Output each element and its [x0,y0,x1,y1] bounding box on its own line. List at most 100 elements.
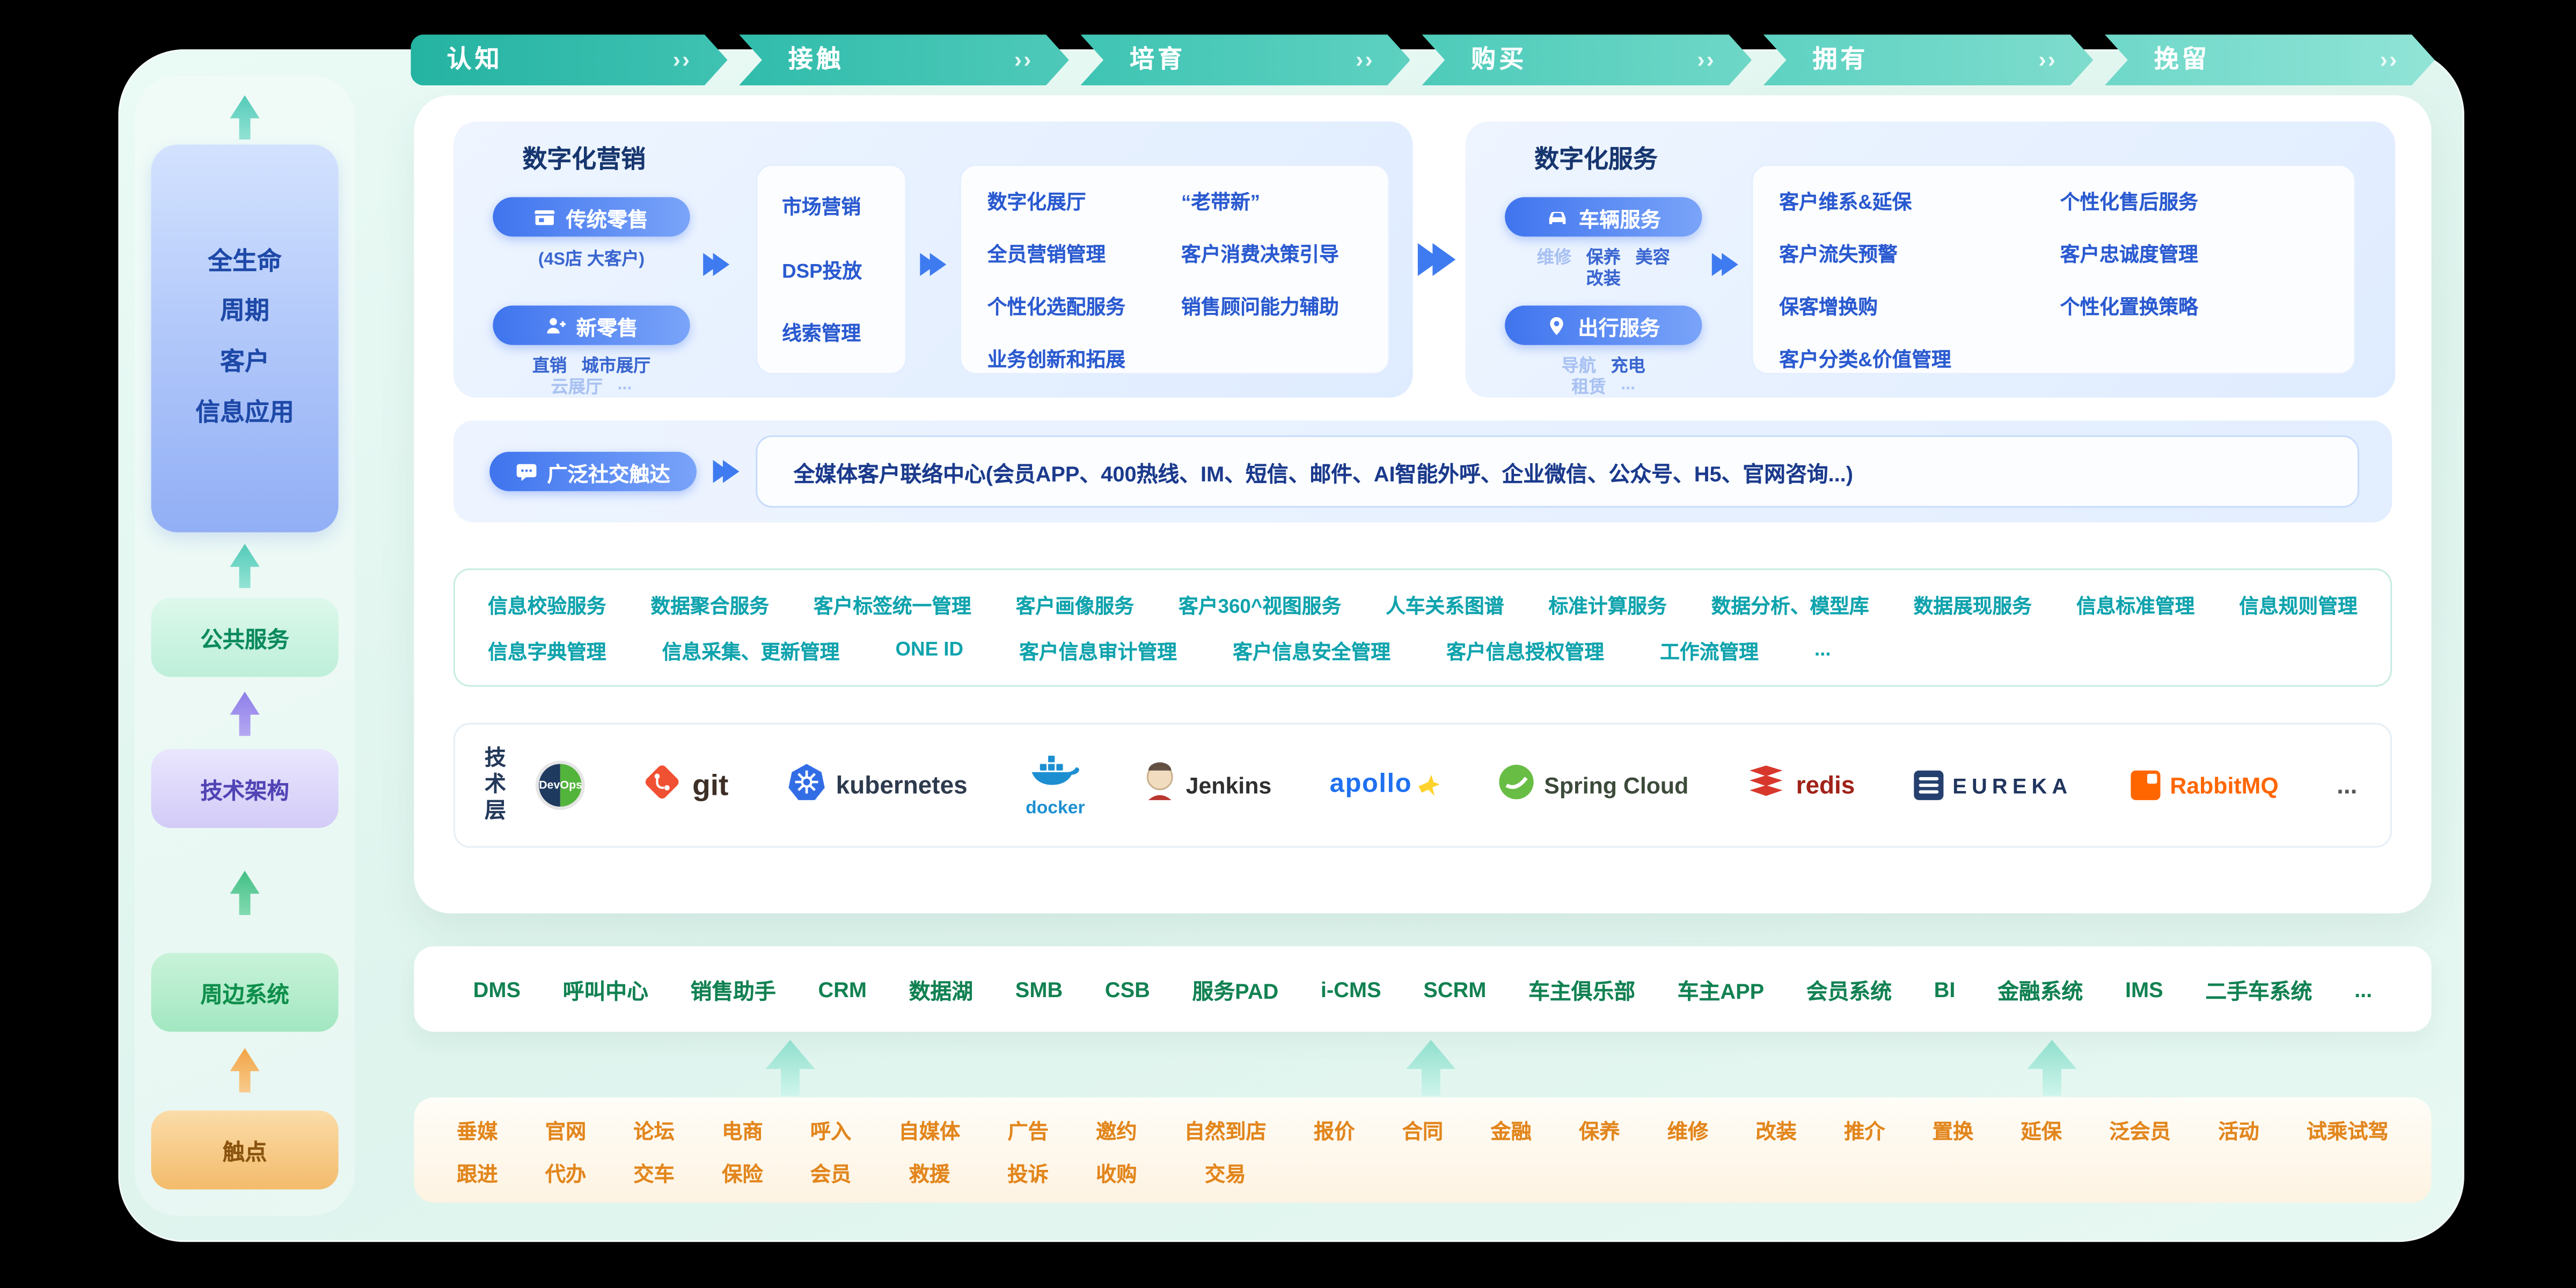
travel-service-button[interactable]: 出行服务 [1505,305,1702,345]
stage-label: 接触 [788,46,844,74]
public-service-item: 标准计算服务 [1548,595,1667,618]
public-service-item: 信息字典管理 [488,640,606,664]
redis-icon [1747,764,1786,806]
public-service-item: ONE ID [895,637,964,661]
mgmt-left-column: 数字化展厅全员营销管理个性化选配服务业务创新和拓展 [987,187,1181,371]
devops-icon: Dev Ops [535,760,585,810]
button-label: 出行服务 [1578,316,1660,340]
touchpoint-item: 置换 [1932,1119,1974,1143]
public-service-item: ... [1814,637,1831,661]
vehicle-service-button[interactable]: 车辆服务 [1505,197,1702,237]
mgmt-item: “老带新” [1181,191,1261,214]
docker-icon [1029,752,1081,797]
traditional-retail-button[interactable]: 传统零售 [493,197,690,237]
rabbitmq-logo: RabbitMQ [2130,770,2279,800]
rabbitmq-icon [2130,770,2160,800]
touchpoint-item: 垂媒 [457,1119,498,1143]
apollo-label: apollo [1329,770,1413,799]
touchpoint-item: 活动 [2218,1119,2259,1143]
git-logo: git [643,762,728,809]
travel-tags-row2: 租赁... [1505,375,1702,399]
social-reach-button[interactable]: 广泛社交触达 [489,451,697,492]
tag: 充电 [1611,356,1645,377]
kubernetes-label: kubernetes [836,771,968,800]
new-retail-button[interactable]: 新零售 [493,305,690,345]
vehicle-tags-row1: 维修保养美容 [1505,245,1702,269]
services-outcome-box: 客户维系&延保客户流失预警保客增换购客户分类&价值管理 个性化售后服务客户忠诚度… [1751,164,2356,375]
mgmt-item: 销售顾问能力辅助 [1181,296,1339,319]
stage-tab-awareness: 认知 ›› [411,34,727,85]
peripheral-system-item: IMS [2125,976,2163,1001]
touchpoint-item: 延保 [2021,1119,2062,1143]
tag: 直销 [532,356,567,377]
peripheral-system-item: CRM [818,976,867,1001]
public-service-item: 信息校验服务 [488,595,606,618]
touchpoints-panel: 垂媒官网论坛电商呼入自媒体广告邀约自然到店报价合同金融保养维修改装推介置换延保泛… [414,1097,2432,1203]
apollo-logo: apollo [1330,771,1440,800]
public-service-item: 信息规则管理 [2239,595,2358,618]
new-retail-tags-row2: 云展厅... [493,375,690,399]
peripheral-system-item: SMB [1015,976,1063,1001]
docker-label: docker [1026,798,1085,818]
mgmt-right-column: “老带新”客户消费决策引导销售顾问能力辅助 [1181,187,1375,352]
touchpoint-item: 电商 [722,1119,763,1143]
button-label: 传统零售 [566,208,648,231]
touchpoint-item: 改装 [1755,1119,1797,1143]
touchpoint-item: 收购 [1096,1162,1137,1185]
marketing-management-box: 数字化展厅全员营销管理个性化选配服务业务创新和拓展 “老带新”客户消费决策引导销… [959,164,1390,375]
tag: 保养 [1586,248,1621,268]
tag: 改装 [1586,269,1621,289]
outcome-item: 保客增换购 [1779,296,1878,319]
stage-tab-nurture: 培育 ›› [1080,34,1410,85]
eureka-logo: EUREKA [1913,770,2073,800]
process-item: 市场营销 [782,195,861,219]
button-label: 广泛社交触达 [547,462,670,486]
public-service-item: 客户信息授权管理 [1446,640,1605,664]
tech-layer-panel: 技术层 Dev Ops git kubernetes [453,722,2392,848]
public-service-item: 数据聚合服务 [650,595,769,618]
touchpoint-item: 自媒体 [898,1119,961,1143]
stage-label: 认知 [447,46,503,74]
public-service-item: 客户信息审计管理 [1019,640,1177,664]
peripheral-system-item: BI [1934,976,1956,1001]
car-icon [1546,206,1569,228]
git-icon [643,762,682,809]
chevron-right-icon: ›› [2380,46,2399,72]
spring-cloud-label: Spring Cloud [1544,772,1689,799]
git-label: git [692,768,729,801]
public-service-item: 客户360^视图服务 [1179,595,1342,618]
outcome-item: 客户忠诚度管理 [2060,243,2198,266]
process-item: DSP投放 [782,259,862,282]
outcome-item: 客户维系&延保 [1779,191,1912,214]
mgmt-item: 全员营销管理 [987,243,1106,266]
omni-channel-contact-center: 全媒体客户联络中心(会员APP、400热线、IM、短信、邮件、AI智能外呼、企业… [756,435,2359,508]
touchpoint-item: 推介 [1844,1119,1885,1143]
flow-arrow-icon [713,460,740,483]
stage-label: 拥有 [1812,46,1869,74]
touchpoint-item: 救援 [909,1162,950,1185]
tag: 导航 [1561,356,1596,377]
tech-logos: Dev Ops git kubernetes docker [535,752,2358,818]
peripheral-system-item: 车主APP [1677,978,1765,1003]
peripheral-systems-box: 周边系统 [151,953,339,1032]
section-flow-arrow-icon [1417,243,1456,276]
kubernetes-icon [787,762,826,809]
touchpoint-item: 保险 [722,1162,763,1185]
flow-arrow-icon [1711,253,1738,276]
chevron-right-icon: ›› [1355,46,1374,72]
devops-logo: Dev Ops [535,760,585,810]
touchpoint-item: 投诉 [1007,1162,1049,1185]
traditional-retail-sub: (4S店 大客户) [538,250,645,270]
jenkins-icon [1143,761,1176,809]
social-reach-row: 广泛社交触达 全媒体客户联络中心(会员APP、400热线、IM、短信、邮件、AI… [453,420,2392,523]
touchpoint-item: 邀约 [1096,1119,1137,1143]
rabbitmq-label: RabbitMQ [2170,772,2279,799]
peripheral-system-item: 金融系统 [1997,978,2083,1003]
eureka-icon [1913,770,1943,800]
flow-arrow-icon [920,253,947,276]
tech-layer-label: 技术层 [481,745,506,825]
public-service-item: 数据分析、模型库 [1711,595,1869,618]
public-service-item: 信息标准管理 [2076,595,2195,618]
